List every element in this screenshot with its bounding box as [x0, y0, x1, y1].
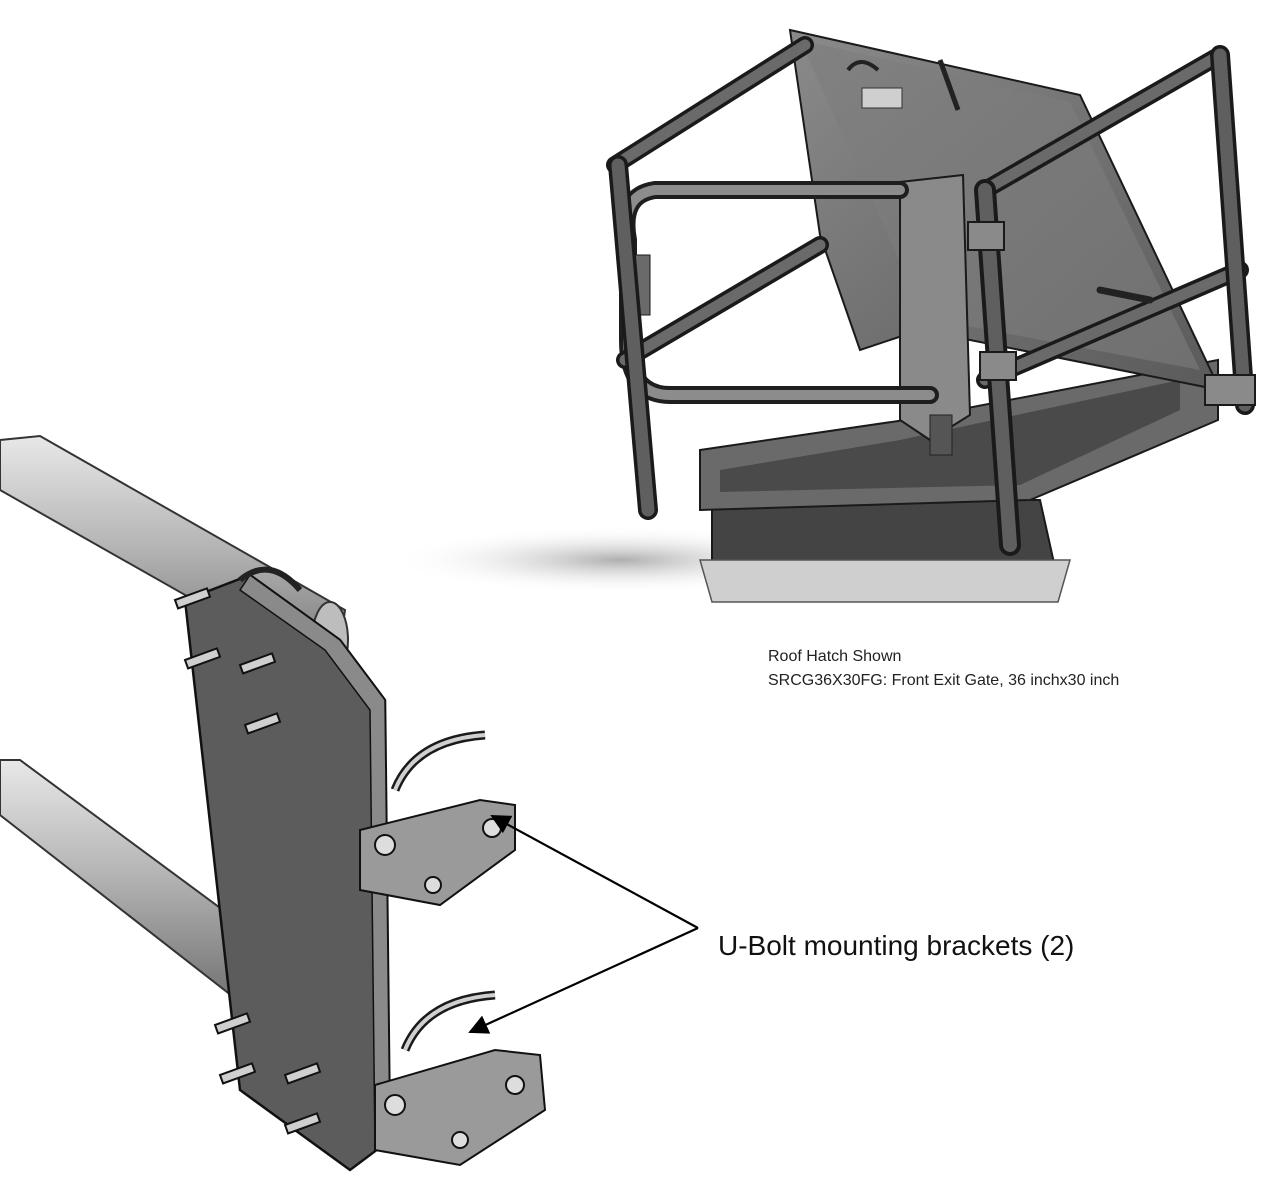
- caption-line-1: Roof Hatch Shown: [768, 648, 902, 665]
- bracket-detail-illustration: [0, 434, 547, 1172]
- arrow-to-upper-bracket: [490, 815, 699, 929]
- roof-hatch-illustration: [390, 28, 1256, 603]
- hatch-caption: Roof Hatch Shown SRCG36X30FG: Front Exit…: [768, 645, 1128, 693]
- callout-arrows: [468, 815, 699, 1034]
- caption-line-2: SRCG36X30FG: Front Exit Gate, 36 inchx30…: [768, 672, 1120, 689]
- bracket-callout-label: U-Bolt mounting brackets (2): [718, 930, 1075, 961]
- arrow-to-lower-bracket: [468, 926, 699, 1034]
